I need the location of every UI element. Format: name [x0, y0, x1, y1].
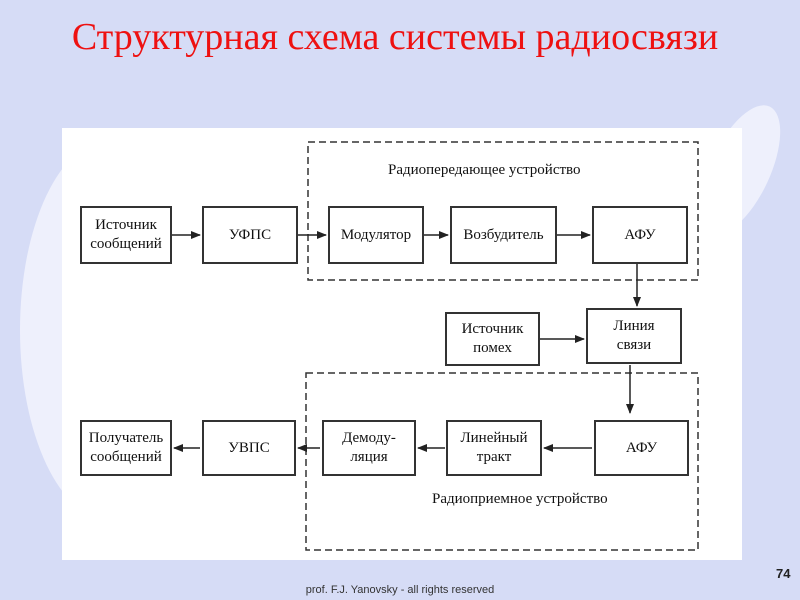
block-afu-transmit: АФУ — [592, 206, 688, 264]
block-modulator: Модулятор — [328, 206, 424, 264]
block-demodulation: Демоду- ляция — [322, 420, 416, 476]
block-message-receiver: Получатель сообщений — [80, 420, 172, 476]
diagram-connectors — [172, 141, 699, 551]
slide-title: Структурная схема системы радиосвязи — [71, 16, 719, 58]
block-linear-path: Линейный тракт — [446, 420, 542, 476]
block-message-source: Источник сообщений — [80, 206, 172, 264]
footer-credit: prof. F.J. Yanovsky - all rights reserve… — [305, 584, 495, 596]
block-uvps: УВПС — [202, 420, 296, 476]
block-ufps: УФПС — [202, 206, 298, 264]
block-communication-channel: Линия связи — [586, 308, 682, 364]
block-afu-receive: АФУ — [594, 420, 689, 476]
transmitter-group-label: Радиопередающее устройство — [388, 162, 581, 178]
page-number: 74 — [776, 566, 791, 581]
diagram-panel: Радиопередающее устройство Радиоприемное… — [62, 128, 742, 560]
block-exciter: Возбудитель — [450, 206, 557, 264]
block-noise-source: Источник помех — [445, 312, 540, 366]
receiver-group-label: Радиоприемное устройство — [432, 491, 608, 507]
receiver-group-frame — [305, 372, 699, 551]
